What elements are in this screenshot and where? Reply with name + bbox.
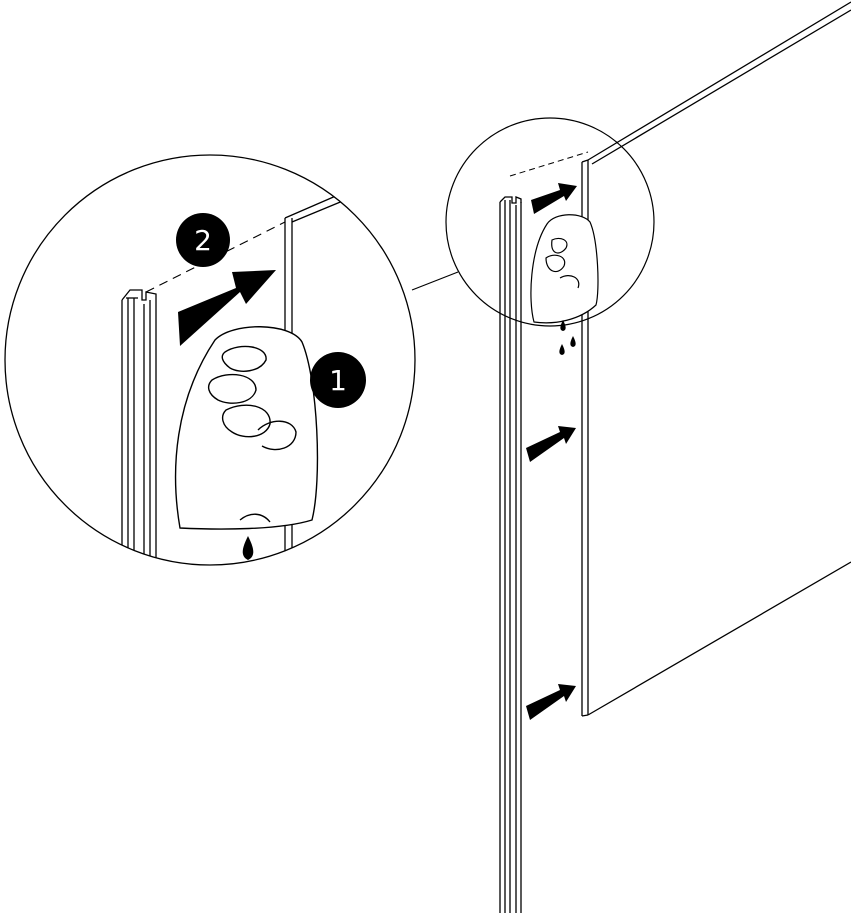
step-badge-1: 1 bbox=[310, 352, 366, 408]
water-drop-icon bbox=[242, 536, 254, 560]
push-arrow-icon bbox=[526, 684, 576, 720]
push-arrow-icon bbox=[531, 183, 577, 214]
water-drop-icon bbox=[559, 320, 576, 355]
hand-with-cloth-icon bbox=[530, 214, 599, 324]
step-number: 1 bbox=[329, 364, 347, 397]
step-number: 2 bbox=[194, 224, 212, 257]
push-arrow-icon bbox=[526, 426, 576, 462]
wall-profile bbox=[499, 196, 522, 913]
glass-panel bbox=[581, 1, 851, 717]
push-arrow-icon bbox=[178, 270, 276, 346]
callout-line bbox=[411, 271, 459, 291]
big-detail-circle: 2 1 bbox=[4, 154, 416, 566]
small-detail-circle bbox=[445, 117, 655, 355]
hand-with-cloth-icon bbox=[174, 326, 319, 530]
step-badge-2: 2 bbox=[176, 213, 230, 267]
